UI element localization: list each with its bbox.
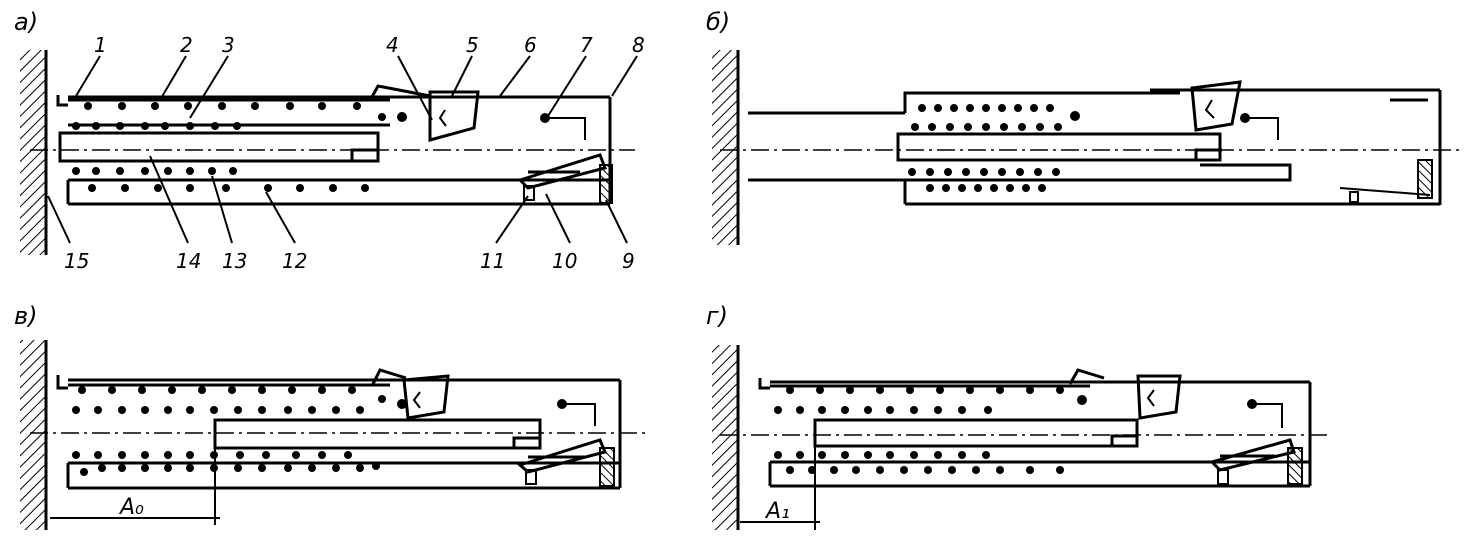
callout-7: 7 [580,33,593,57]
callout-8: 8 [632,33,645,57]
dimension-a0: A₀ [118,495,144,520]
panel-a: а) [14,8,645,273]
callout-11: 11 [480,249,505,273]
panel-b-title: б) [706,8,730,36]
panel-g: г) A₁ [706,302,1330,530]
callout-5: 5 [466,33,479,57]
wall [20,50,46,255]
callout-1: 1 [94,33,107,57]
callout-14: 14 [176,249,201,273]
callout-6: 6 [524,33,537,57]
callout-15: 15 [64,249,89,273]
wall [20,340,46,530]
dimension-a1: A₁ [764,499,790,524]
callout-13: 13 [222,249,247,273]
panel-g-title: г) [706,302,728,330]
panel-b: б) [706,8,1460,245]
clamp-block [428,90,480,142]
callout-9: 9 [622,249,635,273]
callout-4: 4 [386,33,399,57]
callout-2: 2 [180,33,193,57]
panel-a-title: а) [14,8,38,36]
callout-12: 12 [282,249,307,273]
wall [712,345,738,530]
panel-v: в) A₀ [14,302,650,530]
callout-3: 3 [222,33,235,57]
panel-v-title: в) [14,302,38,330]
wall [712,50,738,245]
callout-10: 10 [552,249,577,273]
